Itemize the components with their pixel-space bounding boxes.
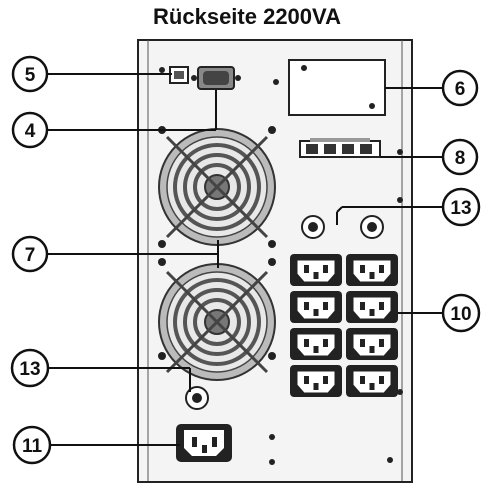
screws [158,67,403,465]
callout-label: 11 [22,436,43,457]
callout-10: 10 [441,293,481,333]
callout-13-left: 13 [10,348,50,388]
circuit-breaker-input [185,386,209,410]
callout-label: 6 [455,79,466,100]
callout-4: 4 [11,111,49,149]
fan-lower [157,262,277,382]
usb-port [169,66,189,84]
callout-label: 4 [25,121,36,142]
callout-label: 13 [450,198,471,219]
callout-label: 13 [19,359,40,380]
input-socket [176,424,232,462]
serial-port [191,66,241,90]
callout-label: 8 [455,148,466,169]
callout-8: 8 [441,138,479,176]
diagram-title: Rückseite 2200VA [153,4,341,29]
callout-label: 7 [25,245,36,266]
leader-lines [47,73,442,446]
fan-upper [157,127,277,247]
snmp-slot [288,59,386,116]
circuit-breaker-pair [301,215,384,239]
callout-13-right: 13 [441,187,481,227]
callout-7: 7 [11,235,49,273]
callout-5: 5 [11,55,49,93]
callout-11: 11 [12,425,52,465]
callout-label: 10 [450,304,471,325]
terminal-block [299,138,381,158]
callout-label: 5 [25,65,36,86]
callout-6: 6 [441,69,479,107]
